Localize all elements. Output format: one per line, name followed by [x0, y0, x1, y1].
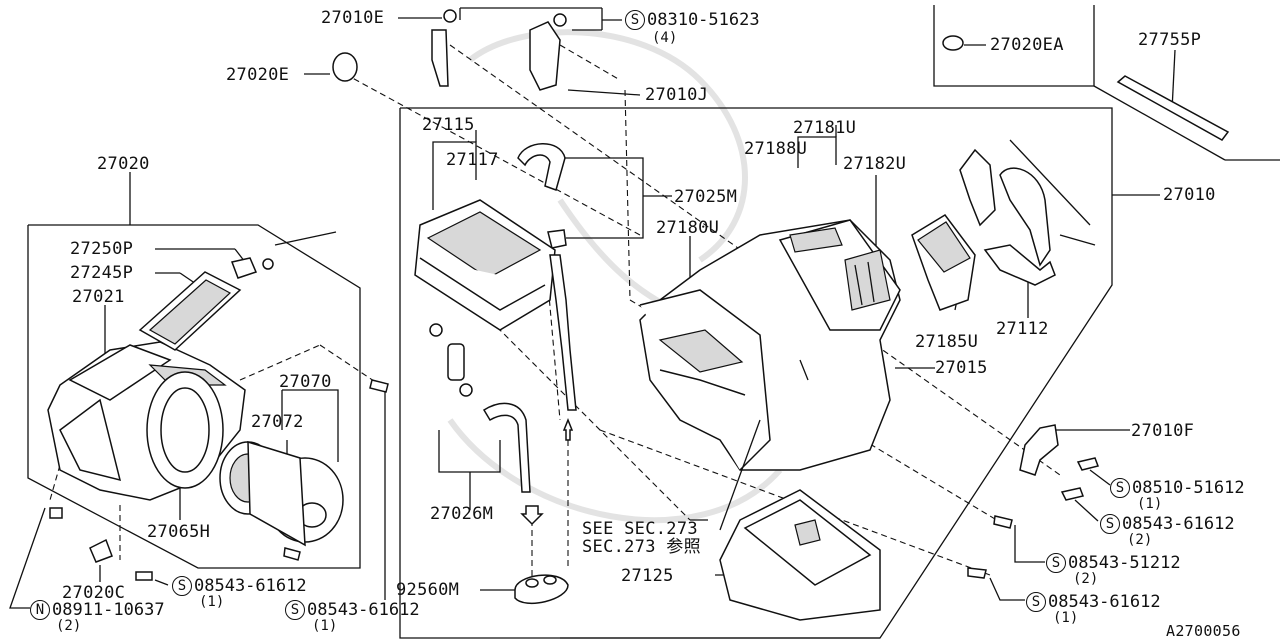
part-number: 08510-51612	[1132, 478, 1245, 498]
label-27025M: 27025M	[674, 187, 738, 207]
diagram-id: A2700056	[1166, 622, 1241, 639]
label-27182U: 27182U	[843, 154, 907, 174]
qty-08310: (4)	[652, 30, 678, 46]
label-27010J: 27010J	[645, 85, 709, 105]
part-number: 08543-61612	[1048, 592, 1161, 612]
part-number: 08911-10637	[52, 600, 165, 620]
label-27065H: 27065H	[147, 522, 211, 542]
label-08543-61612-b: S 08543-61612	[1026, 592, 1161, 612]
s-circle-icon: S	[625, 10, 645, 30]
label-27755P: 27755P	[1138, 30, 1202, 50]
label-08543-61612-a: S 08543-61612	[1100, 514, 1235, 534]
s-circle-icon: S	[1046, 553, 1066, 573]
part-number: 08543-61612	[307, 600, 420, 620]
frame-lines	[27, 5, 1280, 639]
label-27026M: 27026M	[430, 504, 494, 524]
qty-08543-b: (1)	[1053, 610, 1079, 626]
label-08310-51623: S 08310-51623	[625, 10, 760, 30]
qty-08543-d: (1)	[312, 618, 338, 634]
label-08543-61612-d: S 08543-61612	[285, 600, 420, 620]
qty-08543-51212: (2)	[1073, 571, 1099, 587]
part-number: 08543-61612	[1122, 514, 1235, 534]
label-27115: 27115	[422, 115, 475, 135]
label-27250P: 27250P	[70, 239, 134, 259]
part-number: 08543-51212	[1068, 553, 1181, 573]
label-27010: 27010	[1163, 185, 1216, 205]
leader-lines	[9, 7, 1176, 609]
label-27021: 27021	[72, 287, 125, 307]
label-27180U: 27180U	[656, 218, 720, 238]
label-27117: 27117	[446, 150, 499, 170]
label-08543-61612-c: S 08543-61612	[172, 576, 307, 596]
qty-08543-a: (2)	[1127, 532, 1153, 548]
label-27112: 27112	[996, 319, 1049, 339]
label-08911-10637: N 08911-10637	[30, 600, 165, 620]
label-08543-51212: S 08543-51212	[1046, 553, 1181, 573]
label-08510-51612: S 08510-51612	[1110, 478, 1245, 498]
see-sec-273: SEE SEC.273	[582, 519, 698, 539]
label-27181U: 27181U	[793, 118, 857, 138]
label-27020EA: 27020EA	[990, 35, 1064, 55]
label-27125: 27125	[621, 566, 674, 586]
label-27070: 27070	[279, 372, 332, 392]
qty-08543-c: (1)	[199, 594, 225, 610]
label-27010E: 27010E	[321, 8, 385, 28]
s-circle-icon: S	[1110, 478, 1130, 498]
part-number: 08310-51623	[647, 10, 760, 30]
label-27020C: 27020C	[62, 583, 126, 603]
label-27015: 27015	[935, 358, 988, 378]
label-27185U: 27185U	[915, 332, 979, 352]
s-circle-icon: S	[1026, 592, 1046, 612]
s-circle-icon: S	[285, 600, 305, 620]
label-92560M: 92560M	[396, 580, 460, 600]
s-circle-icon: S	[172, 576, 192, 596]
label-27020E: 27020E	[226, 65, 290, 85]
label-27245P: 27245P	[70, 263, 134, 283]
s-circle-icon: S	[1100, 514, 1120, 534]
label-27188U: 27188U	[744, 139, 808, 159]
label-27072: 27072	[251, 412, 304, 432]
parts-art	[47, 9, 1230, 621]
part-number: 08543-61612	[194, 576, 307, 596]
label-27020: 27020	[97, 154, 150, 174]
label-27010F: 27010F	[1131, 421, 1195, 441]
qty-08510: (1)	[1137, 496, 1163, 512]
n-circle-icon: N	[30, 600, 50, 620]
qty-08911: (2)	[56, 618, 82, 634]
sec-273-ref: SEC.273 参照	[582, 537, 701, 557]
